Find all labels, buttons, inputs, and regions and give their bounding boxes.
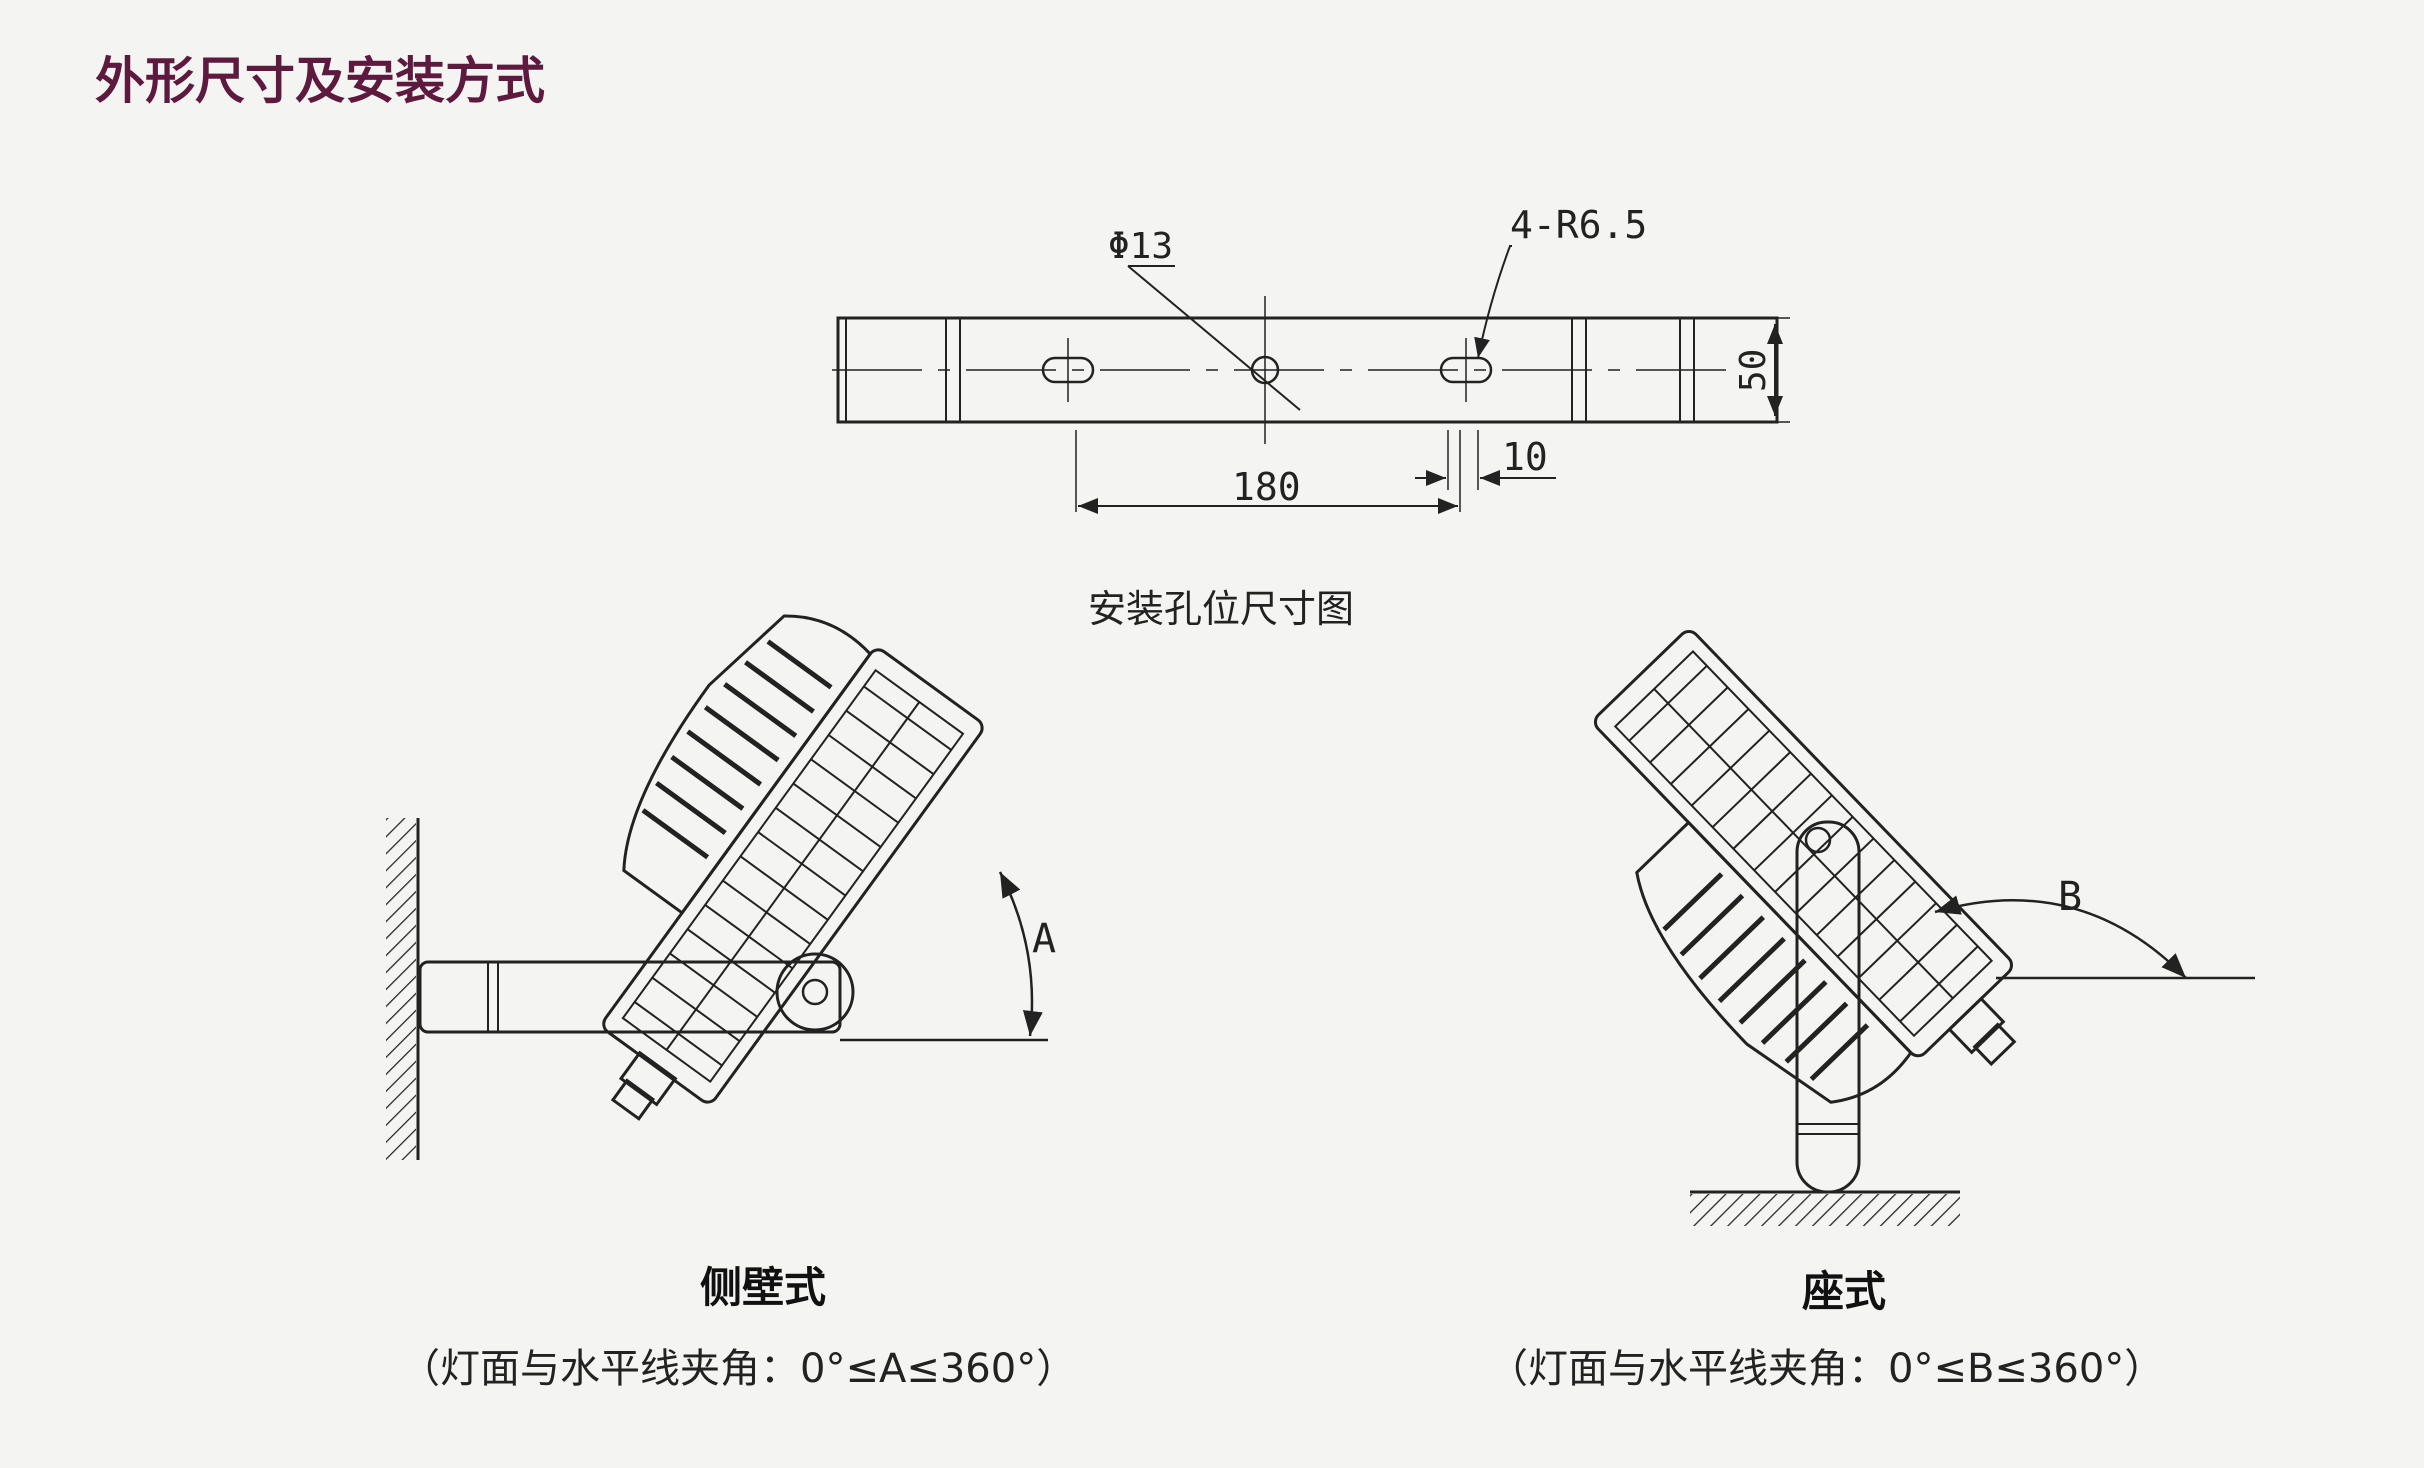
wall-arm (418, 960, 842, 1034)
page-title: 外形尺寸及安装方式 (95, 52, 545, 110)
height-dimension: 50 (1733, 349, 1774, 392)
wall-mount-note: （灯面与水平线夹角：0°≤A≤360°） (400, 1346, 1076, 1392)
seat-lamp-body (1593, 629, 2017, 1104)
angle-b-label: B (2058, 874, 2082, 920)
hole-drawing-caption: 安装孔位尺寸图 (1088, 587, 1354, 631)
slot-radius-dimension: 4-R6.5 (1510, 203, 1647, 247)
hole-position-drawing: Φ13 4-R6.5 50 180 10 安装孔位尺寸图 (832, 203, 1790, 631)
angle-a-label: A (1032, 916, 1056, 962)
seat-post (1795, 820, 1861, 1194)
seat-mount-title: 座式 (1802, 1267, 1886, 1316)
seat-mount-note: （灯面与水平线夹角：0°≤B≤360°） (1488, 1346, 2164, 1392)
wall-lamp-body (602, 614, 984, 1121)
ground-hatch (1690, 1194, 1960, 1226)
wall-mount-title: 侧壁式 (700, 1263, 826, 1312)
seat-mount-drawing: B 座式 （灯面与水平线夹角：0°≤B≤360°） (1488, 629, 2255, 1392)
wall-mount-drawing: A 侧壁式 （灯面与水平线夹角：0°≤A≤360°） (386, 614, 1076, 1392)
diameter-dimension: Φ13 (1108, 226, 1173, 267)
wall-hatch (386, 818, 416, 1160)
slot-width-dimension: 10 (1502, 435, 1548, 479)
spacing-dimension: 180 (1232, 465, 1301, 509)
